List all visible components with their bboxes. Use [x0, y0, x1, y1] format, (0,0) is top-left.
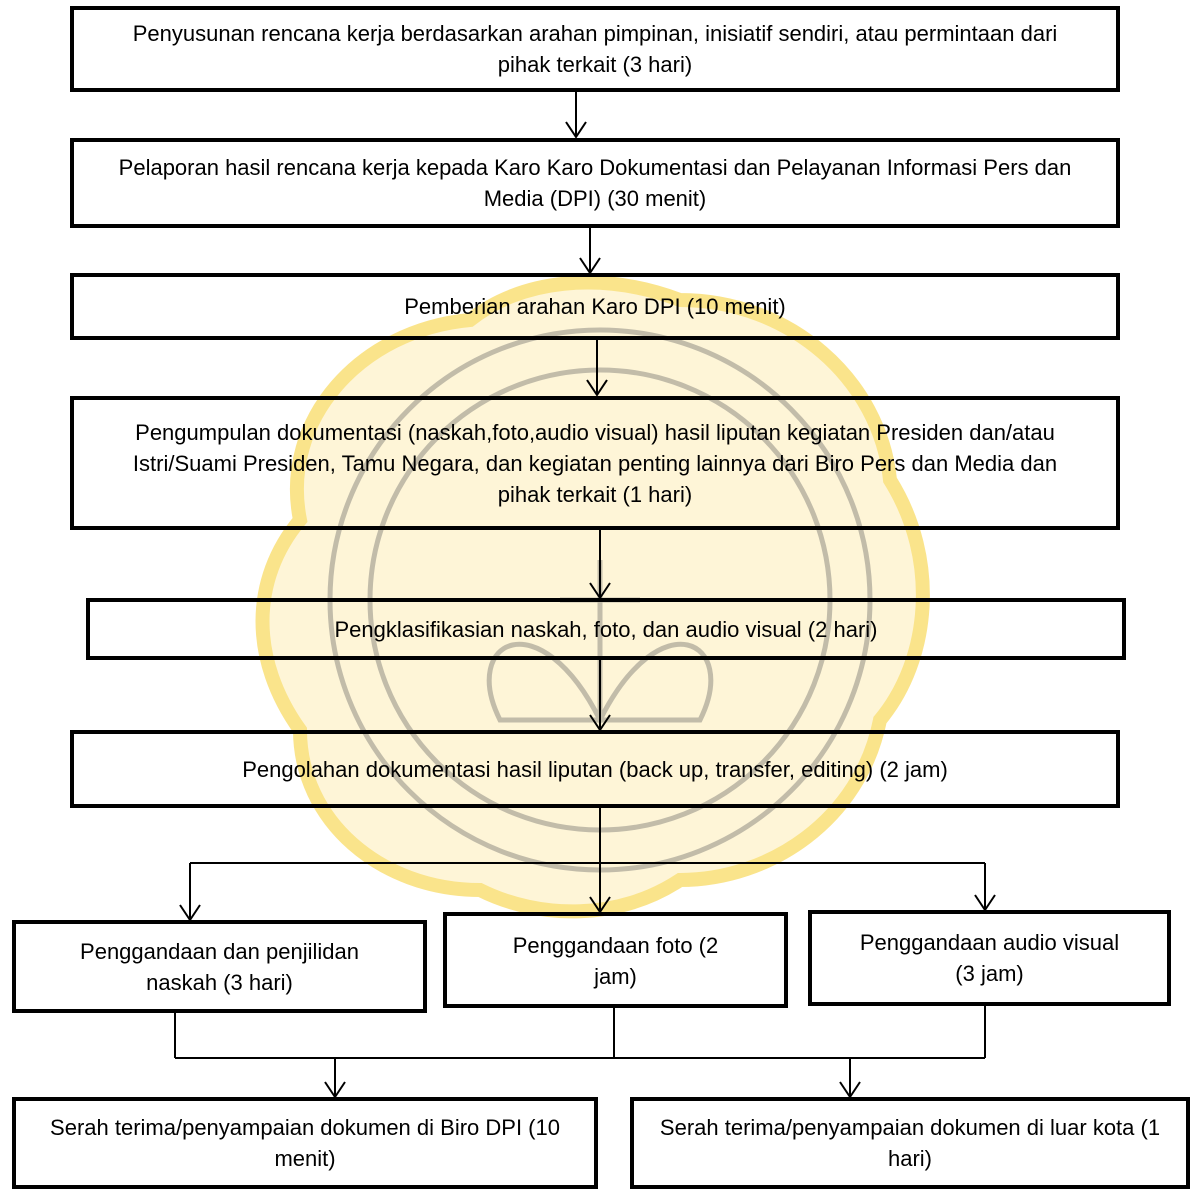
step-penggandaan-audio-visual: Penggandaan audio visual (3 jam) [808, 910, 1171, 1006]
step-penyusunan-rencana: Penyusunan rencana kerja berdasarkan ara… [70, 6, 1120, 92]
step-pengolahan-dokumentasi: Pengolahan dokumentasi hasil liputan (ba… [70, 730, 1120, 808]
step-pemberian-arahan: Pemberian arahan Karo DPI (10 menit) [70, 273, 1120, 340]
step-serah-terima-biro-dpi: Serah terima/penyampaian dokumen di Biro… [12, 1097, 598, 1189]
step-penggandaan-foto: Penggandaan foto (2 jam) [443, 912, 788, 1008]
step-pengklasifikasian: Pengklasifikasian naskah, foto, dan audi… [86, 598, 1126, 660]
step-penggandaan-naskah: Penggandaan dan penjilidan naskah (3 har… [12, 920, 427, 1013]
step-serah-terima-luar-kota: Serah terima/penyampaian dokumen di luar… [630, 1097, 1190, 1189]
step-pengumpulan-dokumentasi: Pengumpulan dokumentasi (naskah,foto,aud… [70, 396, 1120, 530]
step-pelaporan-hasil: Pelaporan hasil rencana kerja kepada Kar… [70, 138, 1120, 228]
